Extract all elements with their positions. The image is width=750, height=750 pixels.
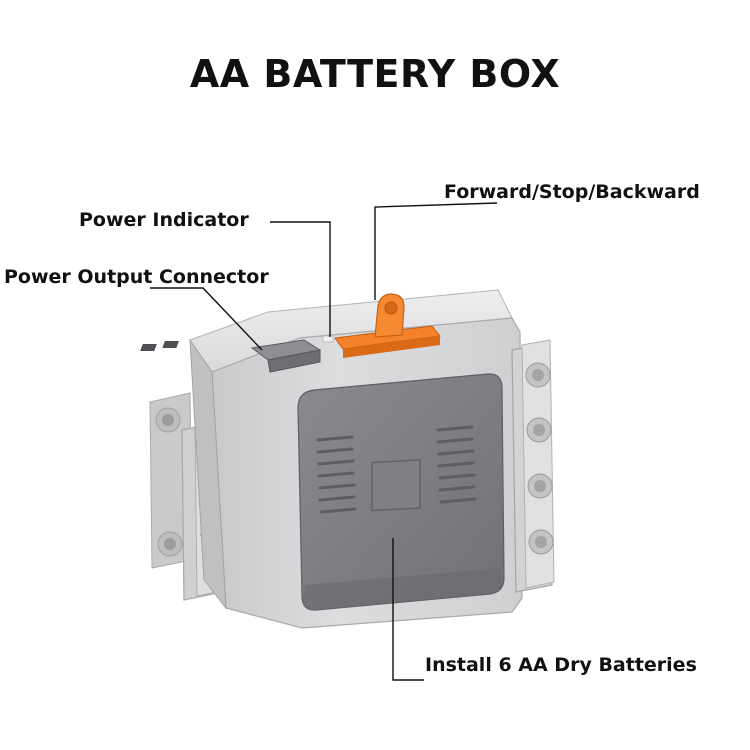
housing-side-face xyxy=(189,338,227,610)
direction-switch xyxy=(334,293,441,358)
label-power-indicator: Power Indicator xyxy=(79,209,249,231)
battery-cover xyxy=(297,373,505,611)
label-forward-stop-backward: Forward/Stop/Backward xyxy=(444,181,700,203)
left-rear-beam xyxy=(149,392,193,569)
power-indicator xyxy=(322,335,334,343)
leader-lines xyxy=(150,202,498,681)
label-install-batteries: Install 6 AA Dry Batteries xyxy=(425,654,697,676)
label-power-output-connector: Power Output Connector xyxy=(4,266,269,288)
power-output-connector xyxy=(140,339,322,373)
diagram-title: AA BATTERY BOX xyxy=(189,52,561,96)
right-beam xyxy=(511,339,555,593)
